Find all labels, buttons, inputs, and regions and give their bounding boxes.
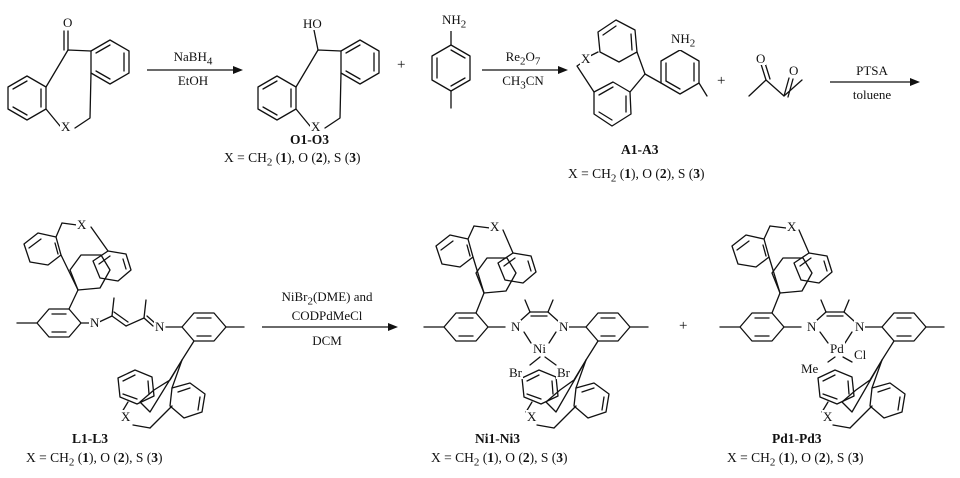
atom-amine-nh2: NH2 [670, 31, 697, 50]
atom-ketone-o: O [62, 15, 74, 30]
reagent-step4-mid: CODPdMeCl [291, 308, 363, 323]
atom-diketone-o2: O [788, 63, 800, 78]
atom-pd-x-top: X [786, 219, 798, 234]
nickel-complex-structure [423, 225, 649, 429]
ketone-structure [7, 30, 130, 129]
atom-pd-metal: Pd [829, 341, 845, 356]
atom-ni-x-top: X [489, 219, 501, 234]
atom-alcohol-ho: HO [302, 16, 323, 31]
plus-sign-3: + [679, 318, 688, 334]
atom-pd-n2: N [854, 319, 866, 334]
x-definition-4: X = CH2 (1), O (2), S (3) [431, 450, 568, 469]
atom-ni-n2: N [558, 319, 570, 334]
label-palladium: Pd1-Pd3 [772, 431, 822, 446]
diketone-structure [748, 62, 803, 98]
reagent-step1-top: NaBH4 [173, 49, 213, 68]
palladium-complex-structure [719, 225, 945, 429]
atom-pd-cl: Cl [853, 347, 868, 362]
reagent-step4-top: NiBr2(DME) and [281, 289, 373, 308]
reagent-step2-top: Re2O7 [505, 49, 541, 68]
atom-ni-br1: Br [508, 365, 523, 380]
atom-ni-metal: Ni [532, 341, 547, 356]
plus-sign-2: + [717, 73, 726, 89]
reagent-step2-bottom: CH3CN [502, 73, 544, 92]
label-alcohol: O1-O3 [290, 132, 329, 147]
atom-ligand-n2: N [154, 319, 166, 334]
atom-pd-n1: N [806, 319, 818, 334]
atom-pd-me: Me [800, 361, 820, 376]
atom-toluidine-nh2: NH2 [441, 12, 468, 31]
reagent-step3-bottom: toluene [852, 87, 892, 102]
reagent-step4-bottom: DCM [312, 333, 342, 348]
atom-ligand-n1: N [89, 315, 101, 330]
atom-ni-br2: Br [556, 365, 571, 380]
reagent-step3-top: PTSA [856, 63, 888, 78]
atom-ligand-x-top: X [76, 217, 88, 232]
atom-ni-x-bottom: X [526, 409, 538, 424]
atom-diketone-o1: O [755, 51, 767, 66]
alcohol-structure [257, 29, 380, 129]
atom-amine-x: X [580, 51, 592, 66]
atom-pd-x-bottom: X [822, 409, 834, 424]
ligand-structure [16, 222, 245, 429]
x-definition-3: X = CH2 (1), O (2), S (3) [26, 450, 163, 469]
toluidine-structure [431, 28, 471, 109]
label-ligand: L1-L3 [72, 431, 109, 446]
x-definition-1: X = CH2 (1), O (2), S (3) [224, 150, 361, 169]
label-nickel: Ni1-Ni3 [475, 431, 520, 446]
label-amine: A1-A3 [621, 142, 659, 157]
plus-sign-1: + [397, 57, 406, 73]
x-definition-5: X = CH2 (1), O (2), S (3) [727, 450, 864, 469]
atom-ni-n1: N [510, 319, 522, 334]
atom-ketone-x: X [60, 119, 72, 134]
x-definition-2: X = CH2 (1), O (2), S (3) [568, 166, 705, 185]
atom-ligand-x-bottom: X [120, 409, 132, 424]
atom-alcohol-x: X [310, 119, 322, 134]
reagent-step1-bottom: EtOH [177, 73, 209, 88]
